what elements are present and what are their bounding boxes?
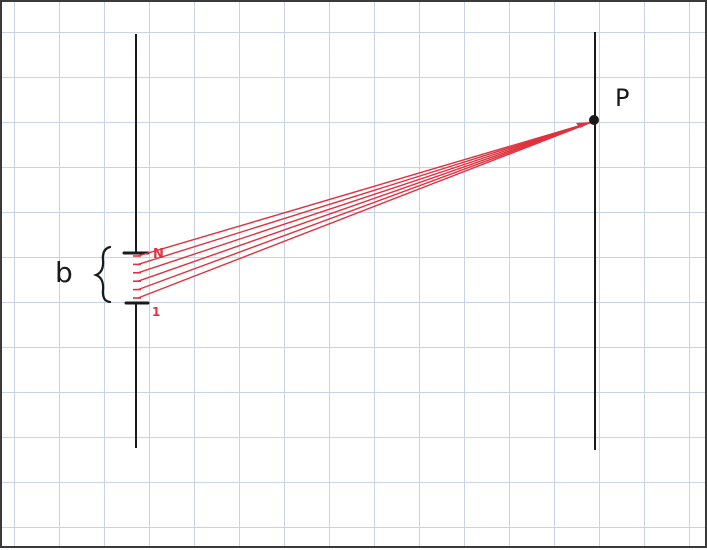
source-label-n: N xyxy=(153,247,164,262)
ray-5 xyxy=(137,121,593,266)
source-ticks xyxy=(133,255,141,299)
point-p-label: P xyxy=(615,84,629,112)
ray-1 xyxy=(137,121,593,299)
slit-width-brace xyxy=(92,245,112,304)
ray-group xyxy=(137,121,593,299)
ray-6 xyxy=(137,121,593,257)
ray-arrowhead xyxy=(576,122,592,128)
slit-width-label: b xyxy=(55,256,73,289)
ray-4 xyxy=(137,121,593,274)
ray-3 xyxy=(137,121,593,282)
point-p-marker xyxy=(589,115,599,125)
source-label-1: 1 xyxy=(152,305,160,319)
ray-2 xyxy=(137,121,593,291)
